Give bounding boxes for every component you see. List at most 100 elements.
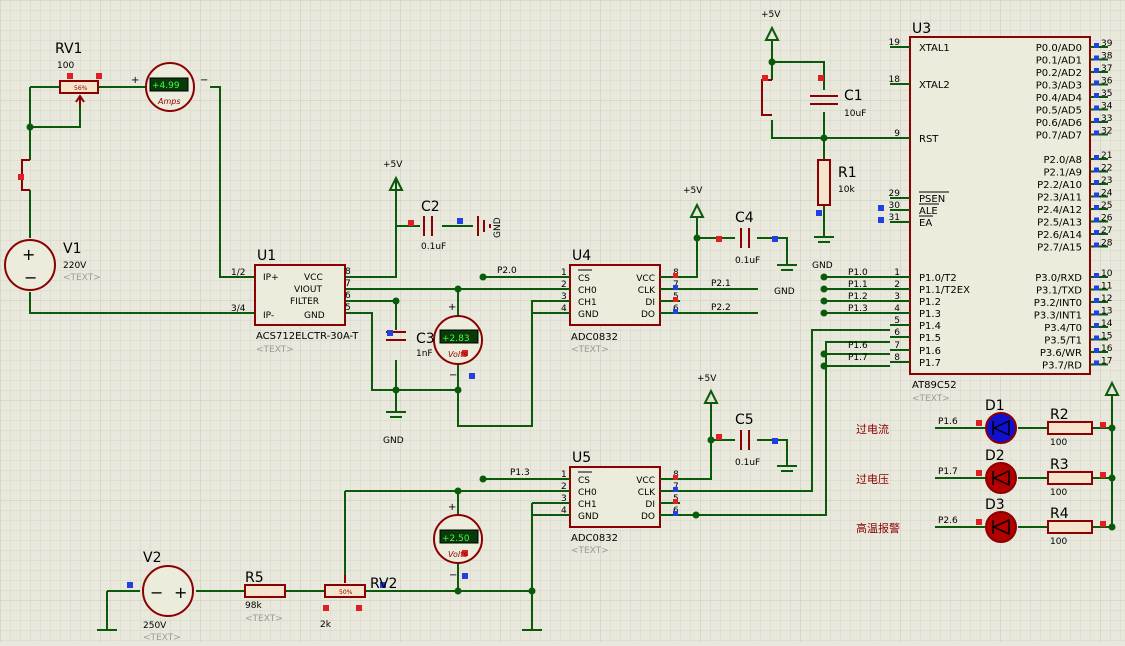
u4-net-cs: P2.0 (497, 266, 517, 276)
ammeter-unit: Amps (157, 97, 181, 106)
probe-marker-blue (127, 582, 133, 588)
led-junction-2 (1108, 523, 1116, 531)
u3-left-pin-num-2: 2 (894, 280, 900, 290)
u3-right-pin-num-32: 32 (1101, 127, 1112, 137)
u3-right-pin-num-10: 10 (1101, 269, 1113, 279)
u4-left-pin-num-1: 1 (561, 268, 567, 278)
probe-marker-red (323, 605, 329, 611)
u3-right-pin-num-24: 24 (1101, 189, 1113, 199)
u1-pin-filter: FILTER (290, 297, 319, 307)
gnd-r1 (814, 236, 834, 243)
u3-text: <TEXT> (912, 394, 950, 404)
v2-ref: V2 (143, 550, 161, 566)
u4-left-pin-num-2: 2 (561, 280, 567, 290)
u3-left-pin-num-1: 1 (894, 268, 900, 278)
u3-left-pin-num-29: 29 (889, 189, 901, 199)
u5-left-pin-num-4: 4 (561, 506, 567, 516)
c5-ref: C5 (735, 412, 754, 428)
component-shapes (4, 36, 1093, 617)
u4-body (569, 264, 661, 326)
u3-right-pin-num-14: 14 (1101, 319, 1113, 329)
alarm-label-0: 过电流 (856, 422, 889, 436)
v1-value: 220V (63, 261, 87, 271)
ammeter-minus: − (200, 75, 208, 86)
v1-text: <TEXT> (63, 273, 101, 283)
r4-body (1047, 520, 1093, 534)
u3-pin-marker-12 (1094, 298, 1099, 303)
junction-dot (454, 386, 462, 394)
r1-ref: R1 (838, 165, 857, 181)
u3-ref: U3 (912, 21, 931, 37)
labels: RV1 100 56% +4.99 Amps V1 220V <TEXT> U1… (55, 10, 957, 643)
u4-pin-marker-8 (673, 273, 678, 278)
u3-left-pin-name-1: P1.0/T2 (919, 273, 957, 284)
r2-body (1047, 421, 1093, 435)
probe-marker-blue (878, 205, 884, 211)
u3-right-pin-num-11: 11 (1101, 282, 1112, 292)
u4-right-pin-name-CLK: CLK (638, 286, 656, 296)
u5-left-pin-name-CS: CS (578, 476, 590, 486)
u3-pin-marker-32 (1094, 130, 1099, 136)
led-symbol-D1 (992, 419, 1010, 437)
u1-pin-ip-minus: IP- (263, 311, 274, 321)
probe-marker-red (976, 519, 982, 525)
u3-right-pin-num-35: 35 (1101, 89, 1112, 99)
junction-dot (454, 587, 462, 595)
u3-right-pin-num-34: 34 (1101, 102, 1113, 112)
r1-gnd-label: GND (812, 261, 833, 271)
u3-left-pin-num-30: 30 (889, 201, 901, 211)
r5-ref: R5 (245, 570, 264, 586)
u3-left-pin-name-7: P1.6 (919, 346, 941, 357)
u3-right-pin-name-26: P2.5/A13 (1037, 218, 1082, 229)
voltmeter1-unit: Volts (448, 350, 467, 359)
u4-left-pin-num-3: 3 (561, 292, 567, 302)
u3-pin-marker-27 (1094, 230, 1099, 235)
probe-marker-blue (387, 330, 393, 336)
u3-right-pin-name-11: P3.1/TXD (1036, 286, 1082, 297)
rv1-wiper-text: 56% (74, 85, 88, 92)
voltmeter1-minus: − (449, 370, 457, 381)
alarm-label-2: 高温报警 (856, 521, 900, 535)
v1-minus: − (24, 268, 37, 287)
alarm-net-0: P1.6 (938, 417, 958, 427)
v2-plus: + (174, 583, 187, 602)
c2-gnd (477, 216, 491, 236)
led-D2 (985, 462, 1017, 494)
u3-left-pin-num-9: 9 (894, 129, 900, 139)
u1-pin-viout: VIOUT (294, 285, 322, 295)
alarm-label-1: 过电压 (856, 473, 889, 486)
u5-pin-marker-6 (673, 511, 678, 516)
voltmeter1-display (439, 329, 479, 344)
probe-marker-red (716, 434, 722, 440)
u3-net-label-2: P1.2 (848, 292, 868, 302)
led-D3 (985, 511, 1017, 543)
reset-vcc-label: +5V (761, 10, 781, 20)
junction-dot (820, 134, 828, 142)
res-ref-R3: R3 (1050, 457, 1069, 473)
led-junction-1 (1108, 474, 1116, 482)
u3-pin-marker-34 (1094, 105, 1099, 111)
u5-left-pin-num-1: 1 (561, 470, 567, 480)
u1-pin7-num: 7 (345, 279, 351, 289)
u1-part: ACS712ELCTR-30A-T (256, 331, 359, 342)
u3-left-pin-num-5: 5 (894, 316, 900, 326)
c2-value: 0.1uF (421, 242, 446, 252)
u3-pin-marker-21 (1094, 155, 1099, 160)
c4-plates (740, 228, 750, 248)
u3-pin-marker-26 (1094, 217, 1099, 223)
rv1-wiper (75, 94, 85, 106)
res-value-R3: 100 (1050, 488, 1067, 498)
u5-pin-marker-7 (673, 487, 678, 492)
u3-left-pin-num-19: 19 (889, 38, 901, 48)
v1-plus: + (22, 245, 35, 264)
r5-value: 98k (245, 601, 262, 611)
junction-dot (528, 587, 536, 595)
u5-body (569, 466, 661, 528)
u3-right-pin-num-22: 22 (1101, 164, 1112, 174)
res-ref-R2: R2 (1050, 407, 1069, 423)
led-ref-D1: D1 (985, 398, 1005, 414)
c5-value: 0.1uF (735, 458, 760, 468)
u3-net-label-0: P1.0 (848, 268, 868, 278)
junction-dot (693, 234, 701, 242)
